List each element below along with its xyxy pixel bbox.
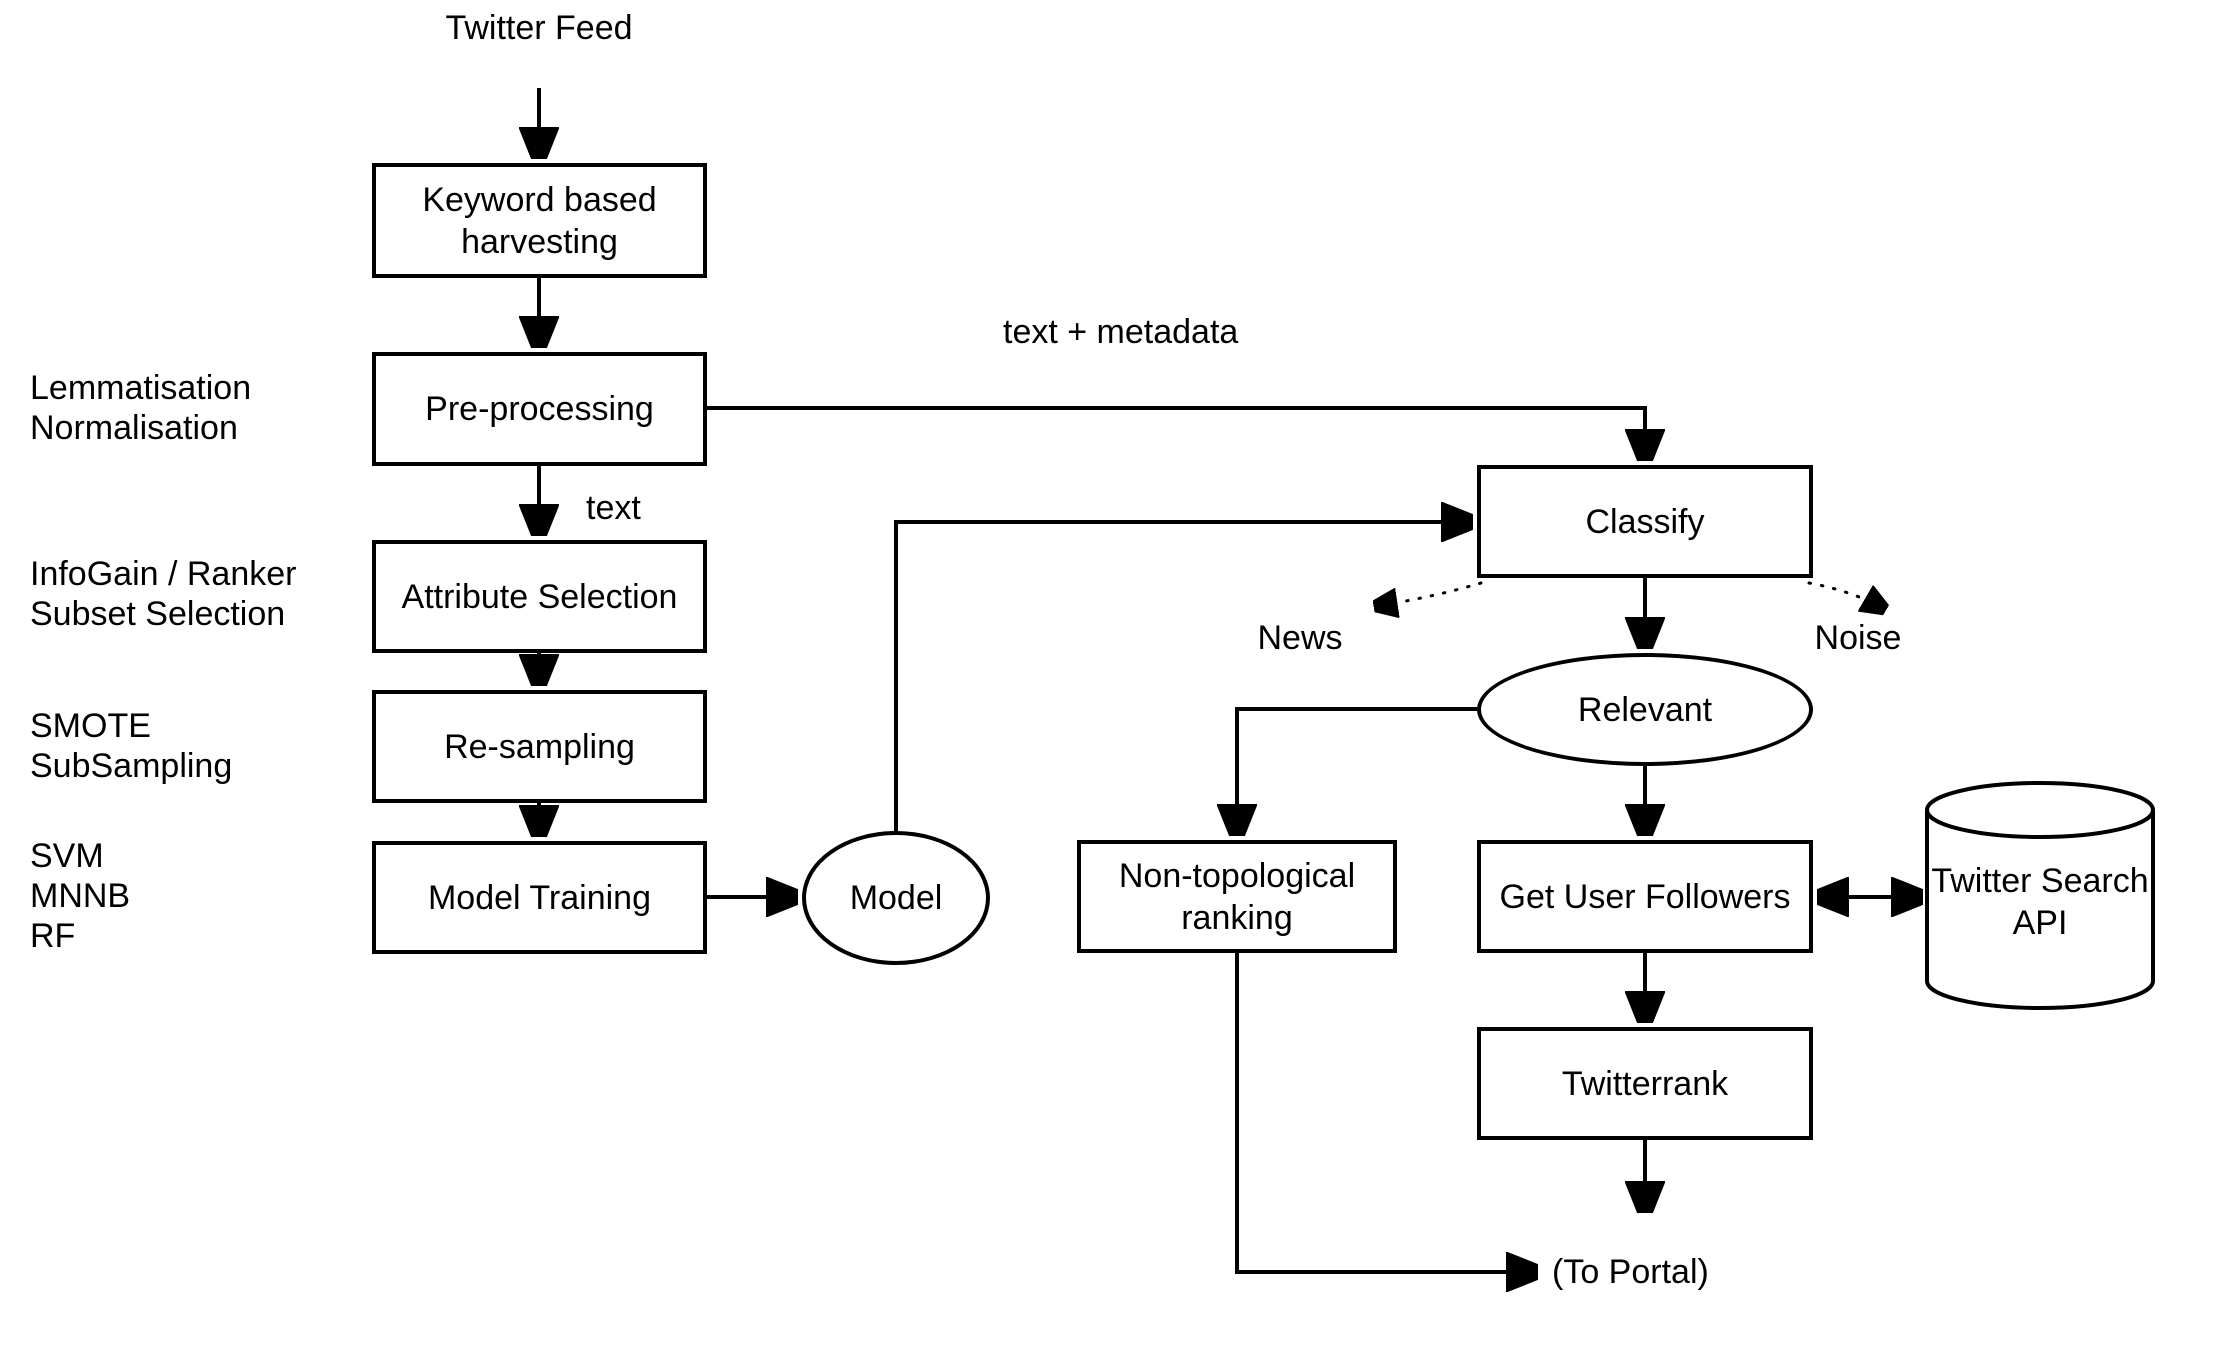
annotation-attribute-selection: InfoGain / Ranker Subset Selection xyxy=(30,554,296,634)
database-cylinder-icon xyxy=(1925,781,2155,1010)
cylinder-body xyxy=(1925,810,2155,1010)
annotation-line: MNNB xyxy=(30,877,131,915)
arrow-model-to-classify xyxy=(894,522,1470,831)
annotation-line: Subset Selection xyxy=(30,595,286,633)
arrow-relevant-to-nontopological xyxy=(1237,707,1477,833)
cylinder-top xyxy=(1925,781,2155,839)
annotation-line: Normalisation xyxy=(30,409,238,447)
annotation-preprocessing: Lemmatisation Normalisation xyxy=(30,368,251,448)
node-model-training: Model Training xyxy=(372,841,707,954)
node-resampling: Re-sampling xyxy=(372,690,707,803)
node-twitterrank: Twitterrank xyxy=(1477,1027,1813,1140)
label-news: News xyxy=(1257,619,1343,657)
node-attribute-selection: Attribute Selection xyxy=(372,540,707,653)
node-non-topological-ranking: Non-topological ranking xyxy=(1077,840,1397,953)
annotation-line: Lemmatisation xyxy=(30,369,252,407)
arrow-nontopological-to-portal xyxy=(1235,953,1535,1272)
label-twitter-search-api: Twitter Search API xyxy=(1931,862,2149,942)
label-text-metadata: text + metadata xyxy=(1003,313,1239,351)
node-classify: Classify xyxy=(1477,465,1813,578)
label-twitter-feed: Twitter Feed xyxy=(445,9,633,47)
annotation-line: SMOTE xyxy=(30,707,151,745)
node-get-user-followers: Get User Followers xyxy=(1477,840,1813,953)
arrow-classify-to-noise xyxy=(1807,581,1884,609)
node-relevant: Relevant xyxy=(1477,653,1813,766)
arrow-metadata-to-classify xyxy=(707,406,1645,458)
label-to-portal: (To Portal) xyxy=(1552,1253,1709,1291)
label-noise: Noise xyxy=(1814,619,1902,657)
node-preprocessing: Pre-processing xyxy=(372,352,707,466)
annotation-resampling: SMOTE SubSampling xyxy=(30,706,232,786)
annotation-line: InfoGain / Ranker xyxy=(30,555,297,593)
node-keyword-harvesting: Keyword based harvesting xyxy=(372,163,707,278)
node-model: Model xyxy=(802,831,990,965)
arrow-classify-to-news xyxy=(1376,581,1483,606)
label-text: text xyxy=(586,489,641,527)
annotation-line: SVM xyxy=(30,837,104,875)
annotation-line: SubSampling xyxy=(30,747,233,785)
annotation-line: RF xyxy=(30,917,76,955)
annotation-model-training: SVM MNNB RF xyxy=(30,836,130,956)
